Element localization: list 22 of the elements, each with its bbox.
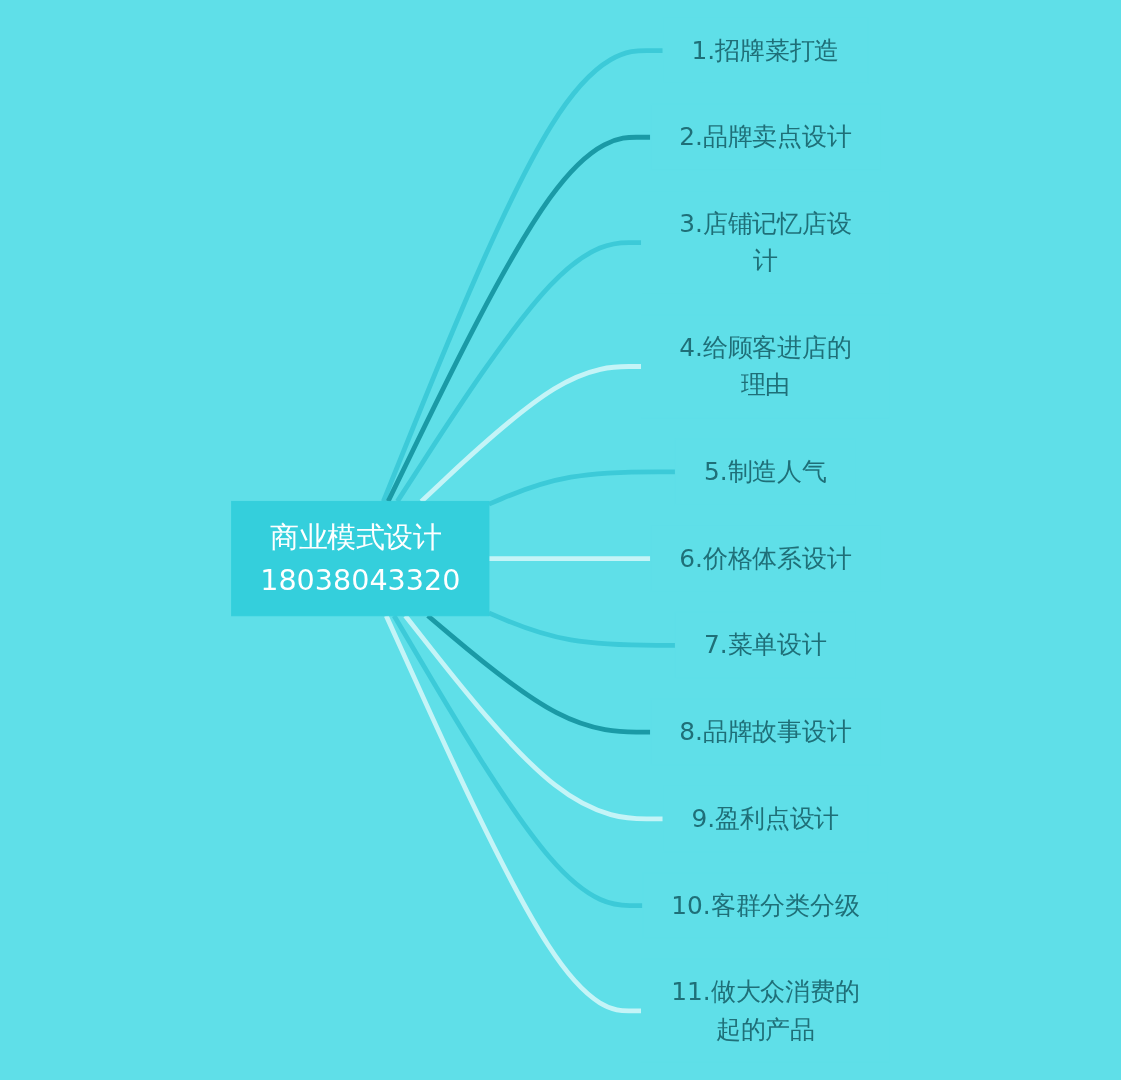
node-text: 10.客群分类分级	[671, 890, 860, 920]
node-text: 7.菜单设计	[704, 630, 827, 660]
connector	[403, 614, 664, 822]
connector	[392, 614, 643, 908]
node-text: 1.招牌菜打造	[691, 35, 840, 65]
connector	[488, 610, 676, 648]
connector	[384, 614, 642, 1014]
node-text: 8.品牌故事设计	[679, 717, 852, 746]
node-box	[231, 500, 490, 617]
mind-map: 商业模式设计 18038043320 1.招牌菜打造 2.品牌卖点设计 3.店铺记忆店设计 4.给顾客进店的理由 5.制造人气 6.价格体系设计 7.菜单设计 8.品牌故事设计 9.盈利点设计 10.客群分类分级 11.做大众消费的起的产品	[224, 10, 897, 1070]
connector	[489, 556, 651, 561]
node-text: 9.盈利点设计	[691, 804, 840, 833]
node-text: 4.给顾客进店的理由	[679, 333, 852, 399]
connector	[395, 240, 642, 503]
node-text: 5.制造人气	[704, 457, 827, 486]
node-text: 2.品牌卖点设计	[679, 122, 852, 152]
connector	[488, 469, 676, 507]
node-text: 6.价格体系设计	[679, 543, 852, 573]
node-text: 11.做大众消费的起的产品	[671, 977, 860, 1044]
connector	[386, 134, 651, 503]
connector	[381, 48, 664, 503]
node-text: 3.店铺记忆店设计	[679, 209, 852, 275]
